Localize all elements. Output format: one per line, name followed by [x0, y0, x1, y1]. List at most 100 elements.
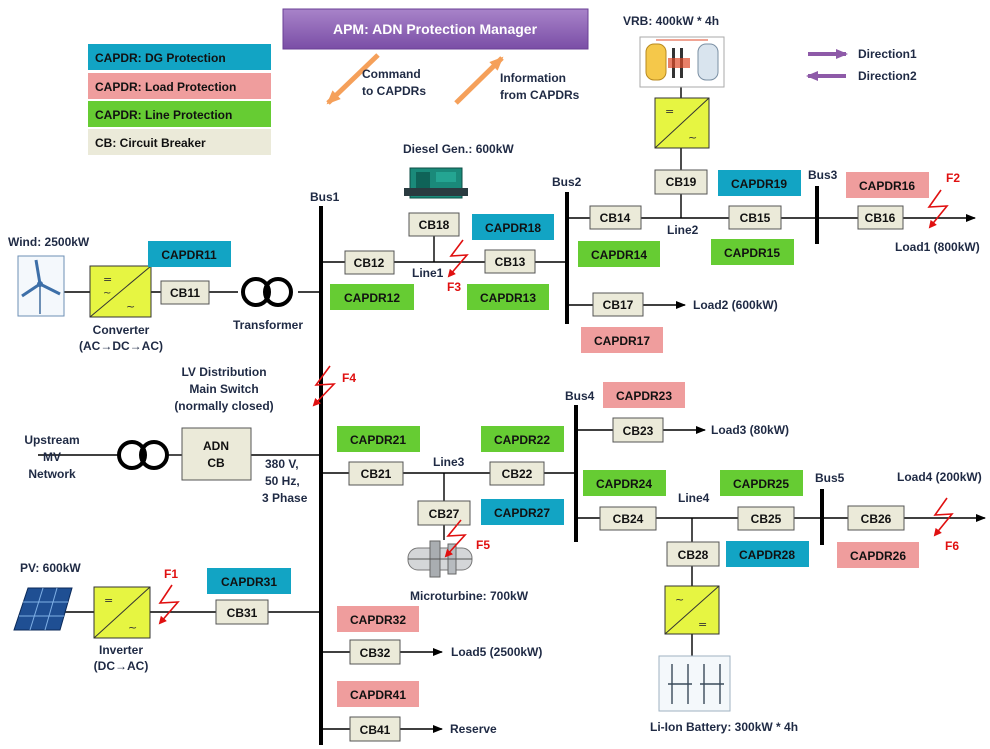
diesel-label: Diesel Gen.: 600kW [403, 142, 514, 156]
cb14-label: CB14 [600, 211, 631, 225]
fault-f3-label: F3 [447, 280, 461, 294]
capdr14-label: CAPDR14 [591, 248, 647, 262]
capdr31-label: CAPDR31 [221, 575, 277, 589]
upstream-label-2: MV [43, 450, 61, 464]
cb11-label: CB11 [170, 286, 200, 300]
cb13-label: CB13 [495, 255, 526, 269]
capdr16-label: CAPDR16 [859, 179, 915, 193]
capdr27-label: CAPDR27 [494, 506, 550, 520]
cb22-box [489, 461, 545, 486]
capdr26-box [837, 542, 919, 568]
direction2-label: Direction2 [858, 69, 917, 83]
cb41-box [349, 716, 401, 742]
svg-text:~: ~ [675, 593, 684, 606]
legend: CAPDR: DG Protection CAPDR: Load Protect… [88, 44, 271, 155]
capdr25-box [720, 470, 803, 496]
legend-cb-label: CB: Circuit Breaker [95, 136, 206, 150]
microturbine-icon [407, 540, 473, 578]
cb18-label: CB18 [419, 218, 450, 232]
cb11-box [160, 280, 210, 305]
command-label-2: to CAPDRs [362, 84, 426, 98]
cb23-box [612, 417, 664, 443]
capdr16-box [846, 172, 929, 198]
capdr17-box [581, 327, 663, 353]
cb15-box [728, 205, 782, 230]
lv-switch-label-1: LV Distribution [181, 365, 266, 379]
information-arrow [454, 56, 504, 105]
legend-load-swatch [88, 73, 271, 99]
legend-dg-label: CAPDR: DG Protection [95, 51, 226, 65]
li-ion-battery-icon [658, 655, 731, 712]
cb23-label: CB23 [623, 424, 654, 438]
capdr32-box [337, 606, 419, 632]
capdr25-label: CAPDR25 [733, 477, 789, 491]
capdr21-box [337, 426, 420, 452]
cb15-label: CB15 [740, 211, 771, 225]
fault-f6-label: F6 [945, 539, 959, 553]
fault-f5-bolt [444, 519, 467, 558]
cb25-box [737, 506, 795, 531]
reserve-label: Reserve [450, 722, 497, 736]
apm-title: APM: ADN Protection Manager [333, 21, 538, 37]
capdr24-label: CAPDR24 [596, 477, 652, 491]
legend-line-swatch [88, 101, 271, 127]
svg-text:~: ~ [126, 300, 135, 313]
information-label-1: Information [500, 71, 566, 85]
transformer-label: Transformer [233, 318, 303, 332]
fault-f4-label: F4 [342, 371, 356, 385]
adn-cb-box [181, 427, 252, 481]
capdr18-label: CAPDR18 [485, 221, 541, 235]
pv-panel-icon [13, 587, 73, 631]
upstream-label-1: Upstream [24, 433, 79, 447]
diesel-generator-icon [404, 167, 468, 199]
capdr32-label: CAPDR32 [350, 613, 406, 627]
capdr15-box [711, 239, 794, 265]
cb24-label: CB24 [613, 512, 644, 526]
cb27-label: CB27 [429, 507, 460, 521]
capdr23-label: CAPDR23 [616, 389, 672, 403]
information-label-2: from CAPDRs [500, 88, 580, 102]
capdr19-box [718, 170, 801, 196]
capdr17-label: CAPDR17 [594, 334, 650, 348]
inverter-label-1: Inverter [99, 643, 143, 657]
capdr24-box [583, 470, 666, 496]
cb21-box [348, 461, 404, 486]
apm-header-box [282, 8, 589, 50]
capdr41-box [337, 681, 419, 707]
capdr22-box [481, 426, 564, 452]
vrb-battery-icon [639, 36, 725, 88]
cb21-label: CB21 [361, 467, 392, 481]
cb24-box [599, 506, 657, 531]
cb26-box [847, 505, 905, 531]
svg-text:~: ~ [688, 131, 697, 144]
capdr22-label: CAPDR22 [494, 433, 550, 447]
cb16-label: CB16 [865, 211, 896, 225]
line2-label: Line2 [667, 223, 699, 237]
load2-label: Load2 (600kW) [693, 298, 778, 312]
transformer-icon [241, 277, 293, 307]
capdr31-box [207, 568, 291, 594]
vrb-label: VRB: 400kW * 4h [623, 14, 719, 28]
legend-load-label: CAPDR: Load Protection [95, 80, 236, 94]
microturbine-label: Microturbine: 700kW [410, 589, 529, 603]
supply-label-1: 380 V, [265, 457, 299, 471]
bus4-label: Bus4 [565, 389, 595, 403]
capdr15-label: CAPDR15 [724, 246, 780, 260]
cb28-box [666, 541, 720, 567]
mv-transformer-icon [117, 440, 169, 470]
cb41-label: CB41 [360, 723, 391, 737]
adn-cb-label-1: ADN [203, 439, 229, 453]
capdr11-box [148, 241, 231, 267]
capdr28-box [726, 541, 809, 567]
capdr12-box [330, 284, 414, 310]
command-arrow [326, 53, 380, 105]
wind-turbine-icon [17, 255, 65, 317]
battery-label: Li-Ion Battery: 300kW * 4h [650, 720, 798, 734]
supply-label-2: 50 Hz, [265, 474, 300, 488]
capdr23-box [603, 382, 685, 408]
converter-label-2: (AC→DC→AC) [79, 339, 163, 353]
legend-dg-swatch [88, 44, 271, 70]
svg-text:~: ~ [128, 621, 137, 634]
lv-switch-label-3: (normally closed) [174, 399, 273, 413]
line1-label: Line1 [412, 266, 444, 280]
